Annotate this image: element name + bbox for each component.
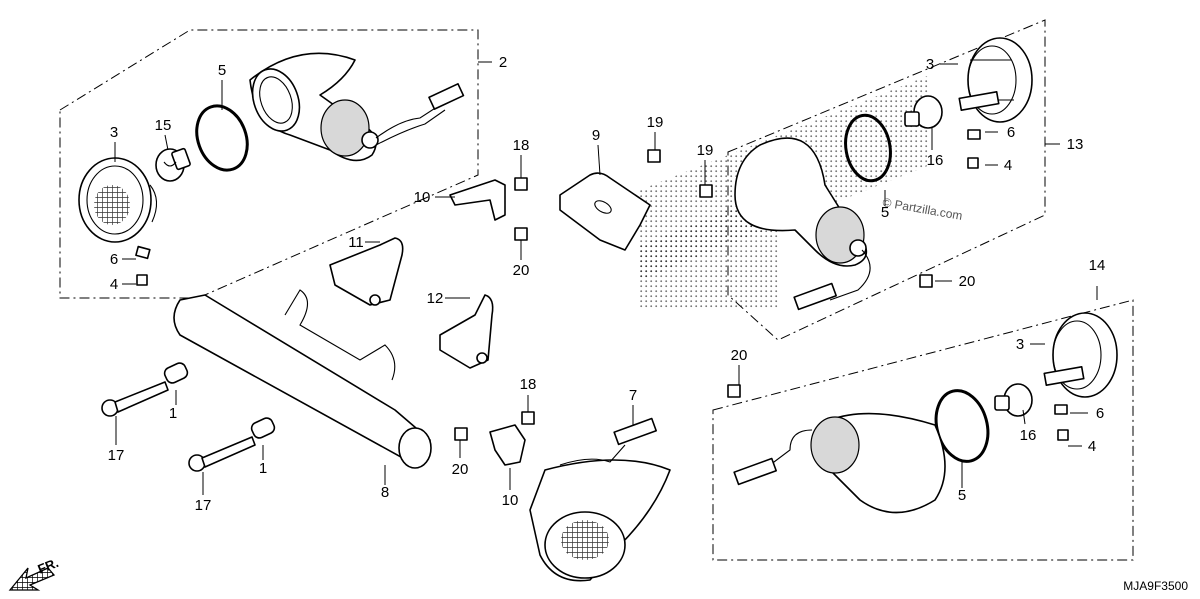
label-14: 14 (1089, 257, 1106, 274)
label-1-lower: 1 (259, 460, 267, 477)
label-4-right-upper: 4 (1004, 157, 1012, 174)
bolt-19-upper (647, 149, 661, 163)
assembly-box-14 (712, 299, 1134, 561)
label-18-lower: 18 (520, 376, 537, 393)
label-7: 7 (629, 387, 637, 404)
label-8: 8 (381, 484, 389, 501)
label-9: 9 (592, 127, 600, 144)
label-16-lower: 16 (1020, 427, 1037, 444)
turn-signal-housing-left (249, 52, 465, 162)
bulb-right-lower (994, 383, 1033, 417)
bolt-20-left-lower (454, 427, 468, 441)
seal-ring-right-upper (844, 113, 892, 183)
bolt-17-lower (188, 417, 276, 472)
assembly-box-2 (59, 29, 479, 299)
label-3-left: 3 (110, 124, 118, 141)
label-6-right-lower: 6 (1096, 405, 1104, 422)
bulb-right-upper (904, 95, 943, 129)
bolt-20-center (514, 227, 528, 241)
bracket-9 (559, 172, 651, 251)
label-20-right: 20 (959, 273, 976, 290)
screw-right-upper (967, 157, 979, 169)
bolt-20-lower (727, 384, 741, 398)
bracket-10-lower (489, 424, 526, 466)
label-17-lower: 17 (195, 497, 212, 514)
turn-signal-housing-center-lower (529, 417, 671, 582)
label-1-upper: 1 (169, 405, 177, 422)
label-19-upper: 19 (647, 114, 664, 131)
label-3-right-upper: 3 (926, 56, 934, 73)
label-20-lower-right: 20 (731, 347, 748, 364)
turn-signal-housing-right-upper (734, 137, 871, 311)
turn-signal-lens-right-upper (958, 37, 1033, 123)
label-15: 15 (155, 117, 172, 134)
nut-right-lower (1054, 404, 1068, 415)
turn-signal-lens-left (78, 157, 158, 243)
label-10-upper: 10 (414, 189, 431, 206)
label-6-left: 6 (110, 251, 118, 268)
label-4-right-lower: 4 (1088, 438, 1096, 455)
mounting-bar-8 (173, 289, 432, 469)
turn-signal-housing-right-lower (733, 412, 946, 514)
label-11: 11 (348, 234, 364, 251)
bolt-19-lower (699, 184, 713, 198)
watermark: © Partzilla.com (881, 195, 963, 223)
label-19-lower: 19 (697, 142, 714, 159)
turn-signal-lens-right-lower (1043, 312, 1118, 398)
bracket-11 (329, 237, 404, 306)
label-5-right-upper: 5 (881, 204, 889, 221)
bolt-17-upper (101, 362, 189, 417)
label-17-upper: 17 (108, 447, 125, 464)
bolt-20-right (919, 274, 933, 288)
direction-marker-label: FR. (36, 555, 61, 577)
bracket-12 (439, 294, 494, 369)
label-12: 12 (427, 290, 444, 307)
label-5-left: 5 (218, 62, 226, 79)
part-labels: 1 1 2 3 3 3 4 4 4 5 5 5 6 6 6 7 8 9 10 1… (108, 54, 1106, 514)
label-3-right-lower: 3 (1016, 336, 1024, 353)
label-5-right-lower: 5 (958, 487, 966, 504)
bolt-18-lower (521, 411, 535, 425)
nut-left (135, 245, 151, 260)
label-6-right-upper: 6 (1007, 124, 1015, 141)
label-2: 2 (499, 54, 507, 71)
bracket-10-upper (449, 179, 506, 221)
label-20-lower-left: 20 (452, 461, 469, 478)
label-16-upper: 16 (927, 152, 944, 169)
label-4-left: 4 (110, 276, 118, 293)
label-10-lower: 10 (502, 492, 519, 509)
nut-right-upper (967, 129, 981, 140)
bulb-left (155, 147, 191, 182)
bolt-18-upper (514, 177, 528, 191)
label-13: 13 (1067, 136, 1084, 153)
seal-ring-left (195, 104, 249, 172)
screw-right-lower (1057, 429, 1069, 441)
front-direction-marker (8, 567, 56, 591)
reference-code: MJA9F3500 (1123, 579, 1188, 593)
label-20-center: 20 (513, 262, 530, 279)
screw-left (136, 274, 148, 286)
label-18-upper: 18 (513, 137, 530, 154)
leader-lines (114, 61, 1098, 495)
